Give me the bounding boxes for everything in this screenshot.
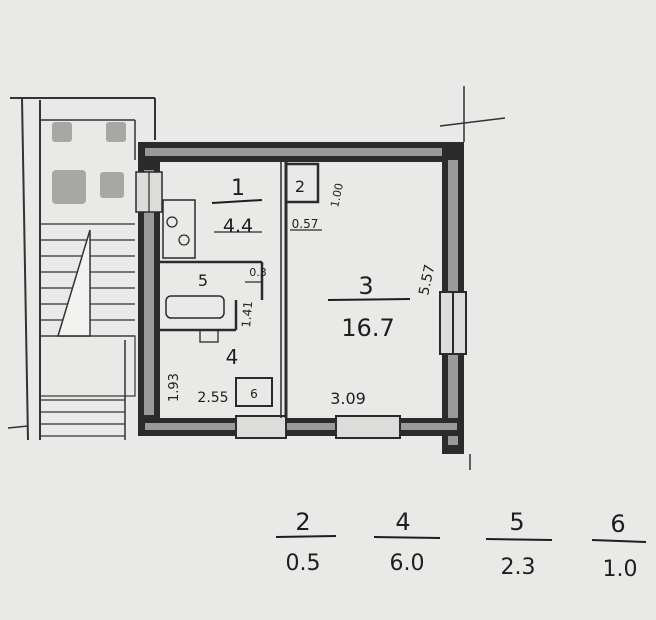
legend-item-5: 5 2.3 [485, 508, 553, 580]
extension-lines [439, 86, 506, 470]
legend-4-area: 6.0 [390, 551, 425, 576]
room-1-number: 1 [231, 176, 245, 201]
blurred-marks [52, 122, 126, 204]
dim-room2-width: 0.57 [292, 217, 319, 231]
room-2-number: 2 [295, 177, 305, 196]
legend-2-area: 0.5 [286, 551, 321, 576]
legend-5-area: 2.3 [501, 555, 536, 580]
dim-room3-depth: 5.57 [416, 263, 438, 297]
legend-item-6: 6 1.0 [591, 510, 647, 582]
room-4-number: 4 [226, 345, 239, 369]
dim-room4-width: 2.55 [197, 390, 228, 406]
room-labels: 1 4.4 2 3 16.7 4 5 6 [198, 176, 395, 401]
room6-box [235, 377, 273, 407]
legend-item-4: 4 6.0 [373, 508, 441, 576]
interior-partitions [160, 162, 322, 418]
dim-room5-side: 1.41 [239, 300, 255, 328]
dim-room4-side: 1.93 [167, 373, 182, 402]
dimension-labels: 3.09 5.57 2.55 1.93 0.57 1.00 1.41 0.3 [167, 182, 438, 408]
room-3-number: 3 [358, 272, 373, 300]
window-bottom-2 [335, 415, 401, 439]
legend-4-number: 4 [395, 508, 410, 536]
legend-5-number: 5 [509, 508, 524, 536]
legend-item-2: 2 0.5 [275, 508, 337, 576]
dim-room2-depth: 1.00 [328, 182, 346, 209]
legend-2-number: 2 [295, 508, 310, 536]
area-legend: 2 0.5 4 6.0 5 2.3 6 1.0 [275, 508, 647, 582]
window-bottom-1 [235, 415, 287, 439]
bathtub [165, 295, 225, 319]
legend-6-number: 6 [610, 510, 625, 538]
room-6-number: 6 [250, 387, 258, 401]
dim-room5-top: 0.3 [249, 266, 267, 279]
label-underlines [211, 199, 411, 301]
room-5-number: 5 [198, 271, 208, 290]
dim-room3-width: 3.09 [330, 389, 366, 408]
legend-6-area: 1.0 [603, 557, 638, 582]
stairwell [7, 97, 156, 441]
room-1-area: 4.4 [223, 215, 253, 237]
outer-walls [135, 142, 467, 454]
room-3-area: 16.7 [341, 314, 394, 342]
